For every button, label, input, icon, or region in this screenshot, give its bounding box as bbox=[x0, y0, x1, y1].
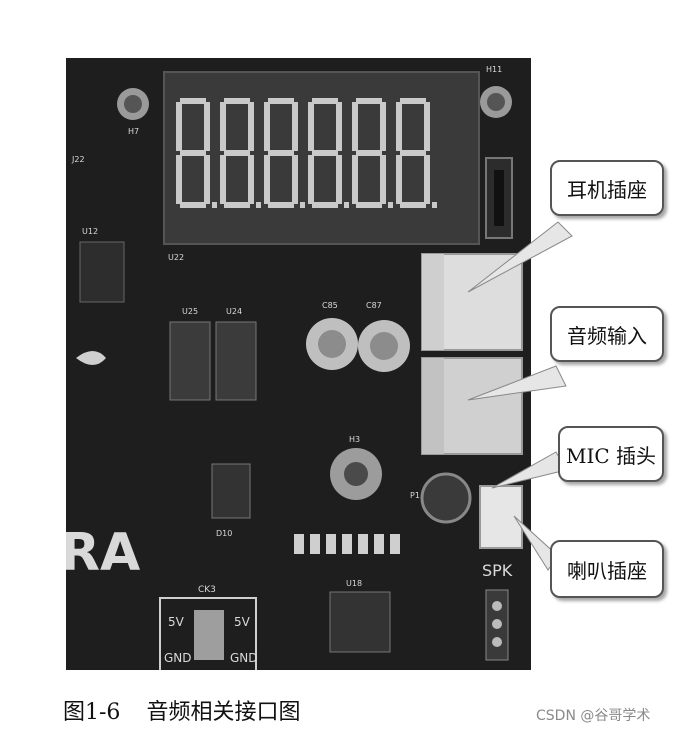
figure-title: 音频相关接口图 bbox=[146, 700, 301, 725]
segment bbox=[268, 98, 294, 104]
svg-text:P1: P1 bbox=[410, 491, 420, 500]
segment bbox=[380, 102, 386, 151]
svg-text:GND: GND bbox=[164, 651, 192, 665]
segment bbox=[396, 155, 402, 204]
segment bbox=[380, 155, 386, 204]
segment bbox=[248, 155, 254, 204]
decimal-point bbox=[432, 202, 437, 208]
segment bbox=[400, 202, 426, 208]
svg-text:H3: H3 bbox=[349, 435, 360, 444]
decimal-point bbox=[256, 202, 261, 208]
segment bbox=[248, 102, 254, 151]
segment bbox=[312, 98, 338, 104]
mic-p1 bbox=[420, 472, 472, 524]
segment bbox=[396, 102, 402, 151]
decimal-point bbox=[388, 202, 393, 208]
segment bbox=[352, 155, 358, 204]
segment bbox=[400, 98, 426, 104]
segment bbox=[424, 102, 430, 151]
segment bbox=[264, 102, 270, 151]
svg-text:5V: 5V bbox=[168, 615, 185, 629]
segment bbox=[224, 202, 250, 208]
chip-u23 bbox=[211, 463, 251, 519]
chip-u24 bbox=[215, 321, 257, 401]
decimal-point bbox=[212, 202, 217, 208]
decimal-point bbox=[300, 202, 305, 208]
segment bbox=[400, 150, 426, 156]
segment bbox=[312, 150, 338, 156]
callout-mic: MIC 插头 bbox=[558, 426, 664, 482]
segment bbox=[356, 150, 382, 156]
segment bbox=[180, 202, 206, 208]
svg-text:U25: U25 bbox=[182, 307, 198, 316]
segment bbox=[312, 202, 338, 208]
callout-speaker: 喇叭插座 bbox=[550, 540, 664, 598]
figure-number: 图1-6 bbox=[63, 700, 121, 725]
silk-j22: J22 bbox=[71, 155, 85, 164]
segment bbox=[220, 155, 226, 204]
svg-text:C85: C85 bbox=[322, 301, 338, 310]
segment bbox=[180, 98, 206, 104]
board-illustration: H11 H7 J22 U12 U22 U25 U24 C85 C87 H3 bbox=[66, 58, 531, 670]
svg-text:D10: D10 bbox=[216, 529, 232, 538]
segment bbox=[268, 150, 294, 156]
segment bbox=[292, 155, 298, 204]
segment bbox=[356, 202, 382, 208]
segment bbox=[204, 102, 210, 151]
segment bbox=[336, 102, 342, 151]
svg-text:U18: U18 bbox=[346, 579, 362, 588]
decimal-point bbox=[344, 202, 349, 208]
silk-u22: U22 bbox=[168, 253, 184, 262]
watermark: CSDN @谷哥学术 bbox=[536, 708, 651, 724]
segment bbox=[268, 202, 294, 208]
segment bbox=[424, 155, 430, 204]
board-photo: H11 H7 J22 U12 U22 U25 U24 C85 C87 H3 bbox=[66, 58, 531, 670]
svg-text:5V: 5V bbox=[234, 615, 251, 629]
svg-text:C87: C87 bbox=[366, 301, 382, 310]
board-logo: RA bbox=[66, 523, 140, 583]
logo-swirl bbox=[76, 351, 106, 365]
chip-u18 bbox=[329, 591, 391, 653]
segment bbox=[352, 102, 358, 151]
chip-u25 bbox=[169, 321, 211, 401]
silk-u12: U12 bbox=[82, 227, 98, 236]
smd-pads-row bbox=[294, 534, 400, 554]
segment bbox=[336, 155, 342, 204]
silk-h11: H11 bbox=[486, 65, 502, 74]
silk-spk: SPK bbox=[482, 561, 513, 580]
svg-text:CK3: CK3 bbox=[198, 585, 216, 595]
segment bbox=[220, 102, 226, 151]
segment bbox=[308, 155, 314, 204]
segment bbox=[224, 150, 250, 156]
callout-audio-in: 音频输入 bbox=[550, 306, 664, 362]
svg-text:GND: GND bbox=[230, 651, 258, 665]
segment bbox=[356, 98, 382, 104]
power-block-ck3 bbox=[159, 597, 257, 670]
segment bbox=[308, 102, 314, 151]
figure-caption: 图1-6 音频相关接口图 bbox=[63, 694, 300, 726]
segment bbox=[292, 102, 298, 151]
svg-text:U24: U24 bbox=[226, 307, 242, 316]
segment bbox=[204, 155, 210, 204]
segment bbox=[176, 102, 182, 151]
callout-earphone: 耳机插座 bbox=[550, 160, 664, 216]
silk-h7: H7 bbox=[128, 127, 139, 136]
seven-segment-digits bbox=[176, 98, 437, 208]
segment bbox=[180, 150, 206, 156]
segment bbox=[264, 155, 270, 204]
segment bbox=[176, 155, 182, 204]
segment bbox=[224, 98, 250, 104]
chip-u12 bbox=[79, 241, 125, 303]
